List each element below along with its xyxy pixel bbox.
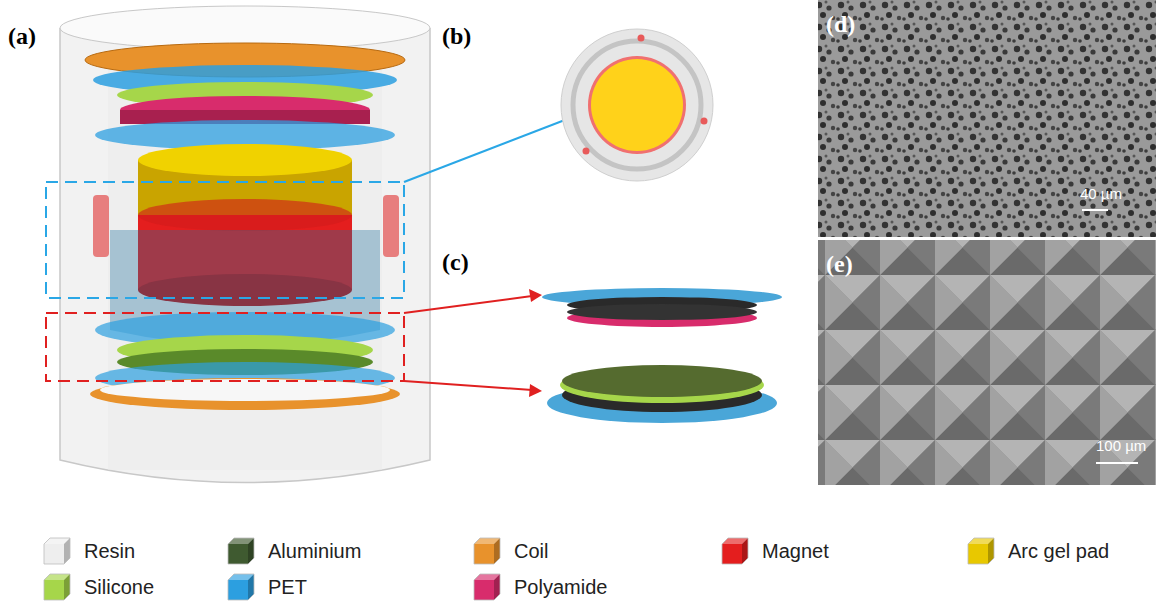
- legend-label: Resin: [84, 540, 135, 563]
- legend-swatch: [472, 536, 502, 566]
- panel-label: (e): [826, 252, 853, 276]
- legend-swatch: [42, 572, 72, 601]
- legend-entry: Coil: [472, 536, 548, 566]
- legend-swatch: [966, 536, 996, 566]
- legend-entry: Magnet: [720, 536, 829, 566]
- scale-bar: [1082, 209, 1108, 211]
- legend-swatch: [226, 572, 256, 601]
- exploded-discs: [542, 288, 782, 423]
- legend-entry: Polyamide: [472, 572, 607, 601]
- legend-swatch: [226, 536, 256, 566]
- legend-label: Coil: [514, 540, 548, 563]
- legend-swatch: [42, 536, 72, 566]
- legend-swatch: [720, 536, 750, 566]
- panel-label: (d): [826, 12, 855, 36]
- legend-label: Magnet: [762, 540, 829, 563]
- legend-entry: Arc gel pad: [966, 536, 1109, 566]
- legend-label: Silicone: [84, 576, 154, 599]
- scale-bar: [1096, 462, 1138, 464]
- top-view: [561, 29, 713, 181]
- legend-label: Polyamide: [514, 576, 607, 599]
- panel-label: (c): [442, 250, 469, 274]
- device-cutaway: [46, 6, 430, 483]
- legend-entry: Resin: [42, 536, 135, 566]
- legend-entry: Silicone: [42, 572, 154, 601]
- legend-entry: Aluminium: [226, 536, 361, 566]
- panel-label: (b): [442, 24, 471, 48]
- panel-label: (a): [8, 24, 36, 48]
- sem-image: [818, 0, 1156, 237]
- sem-image: [818, 240, 1156, 485]
- legend-label: Arc gel pad: [1008, 540, 1109, 563]
- scale-label: 40 µm: [1080, 186, 1122, 201]
- legend-label: PET: [268, 576, 307, 599]
- legend-entry: PET: [226, 572, 307, 601]
- legend-swatch: [472, 572, 502, 601]
- scale-label: 100 µm: [1096, 438, 1146, 453]
- legend-label: Aluminium: [268, 540, 361, 563]
- pointer-arrows: [404, 112, 580, 397]
